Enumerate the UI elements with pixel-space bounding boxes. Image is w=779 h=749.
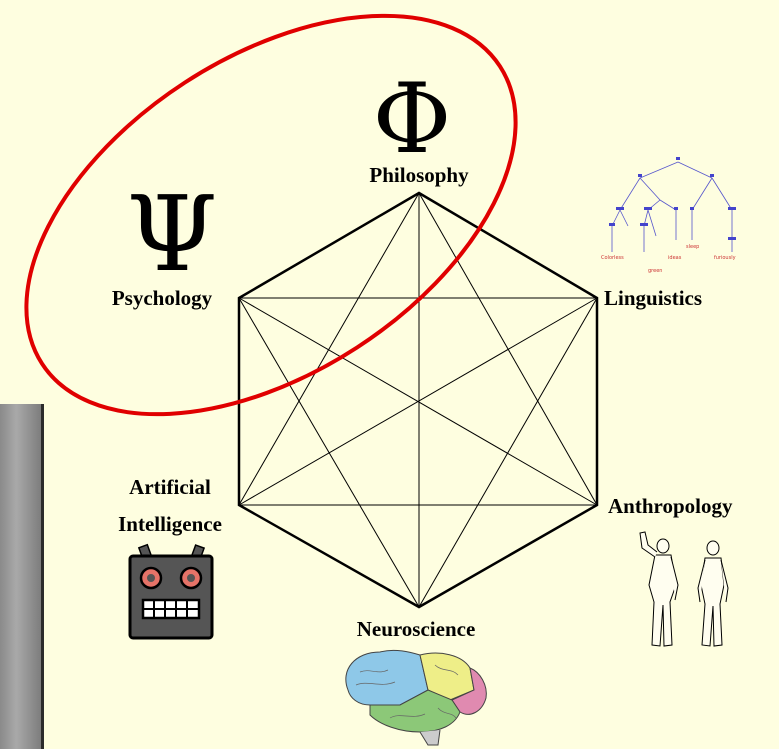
neuroscience-label: Neuroscience xyxy=(357,617,476,641)
parse-tree-word-3: ideas xyxy=(668,255,682,261)
human-figures-icon xyxy=(639,531,729,647)
robot-icon xyxy=(128,543,214,640)
highlight-ellipse xyxy=(24,13,518,417)
psi-symbol-icon: Ψ xyxy=(126,173,217,295)
parse-tree-word-2: green xyxy=(648,268,662,274)
philosophy-label: Philosophy xyxy=(369,163,469,187)
hexagon-diagonals xyxy=(238,192,598,608)
linguistics-label: Linguistics xyxy=(604,286,702,310)
parse-tree-word-4: sleep xyxy=(686,244,699,250)
ai-label-line-1: Artificial xyxy=(129,475,211,499)
parse-tree-word-1: Colorless xyxy=(601,255,624,261)
parse-tree-node-markers xyxy=(609,157,736,240)
hexagon-outline xyxy=(237,191,599,609)
photo-fragment xyxy=(0,404,44,749)
parse-tree-word-5: furiously xyxy=(714,255,736,261)
parse-tree-icon xyxy=(611,161,733,252)
phi-symbol-icon: Φ xyxy=(373,63,452,175)
brain-icon xyxy=(345,649,487,746)
psychology-label: Psychology xyxy=(112,286,213,310)
ai-label-line-2: Intelligence xyxy=(118,512,222,536)
anthropology-label: Anthropology xyxy=(608,494,733,518)
